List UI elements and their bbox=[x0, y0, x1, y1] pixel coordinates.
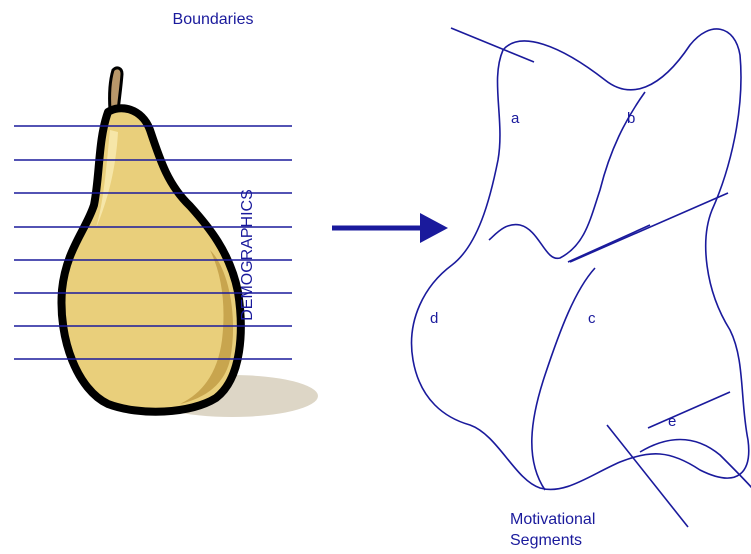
segment-label-b: b bbox=[627, 110, 635, 127]
segment-label-e: e bbox=[668, 413, 676, 430]
motivational-label-line1: Motivational bbox=[510, 511, 595, 528]
boundaries-title: Boundaries bbox=[173, 11, 254, 28]
segment-label-a: a bbox=[511, 110, 520, 127]
segment-boundaries bbox=[412, 28, 751, 527]
segment-label-d: d bbox=[430, 310, 438, 327]
demographics-label: DEMOGRAPHICS bbox=[239, 189, 256, 321]
arrow bbox=[332, 213, 448, 243]
segment-label-c: c bbox=[588, 310, 596, 327]
motivational-label-line2: Segments bbox=[510, 532, 582, 549]
segment-outline bbox=[412, 29, 749, 489]
